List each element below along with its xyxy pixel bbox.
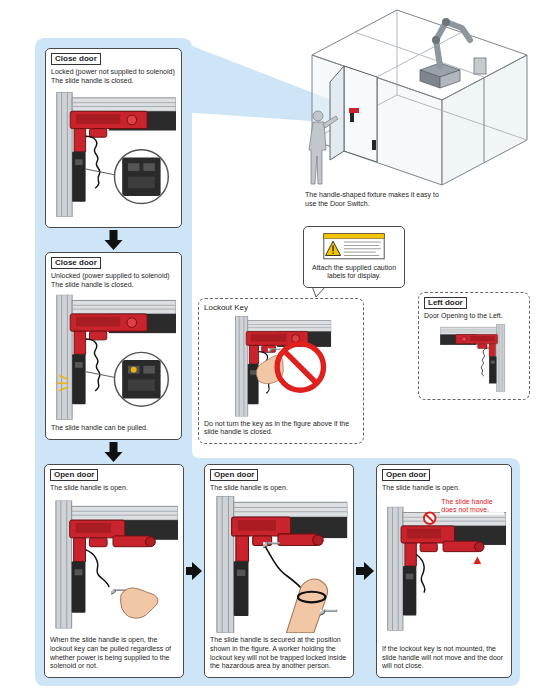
box-text: When the slide handle is open, the locko… [50, 636, 178, 671]
box-heading: Open door [210, 469, 258, 481]
prohibition-sign [277, 344, 323, 390]
box-text: The slide handle is open. [382, 484, 506, 493]
box-text: Door Opening to the Left. [424, 312, 524, 321]
box-heading: Open door [382, 469, 430, 481]
caution-callout: Attach the supplied caution labels for d… [303, 226, 405, 288]
hand [121, 588, 158, 618]
box-text: The slide handle is open. [50, 484, 178, 493]
flow-arrow [186, 562, 202, 580]
box-text: Unlocked (power supplied to solenoid) Th… [51, 272, 176, 290]
note-text: The handle-shaped fixture makes it easy … [305, 191, 445, 209]
caution-label-picture [309, 232, 399, 261]
box-heading: Close door [51, 53, 101, 65]
box-text: The slide handle is open. [210, 484, 348, 493]
indicator-light [57, 375, 69, 390]
box-heading: Left door [424, 297, 467, 309]
state-box: Open doorThe slide handle is open. If th… [376, 464, 512, 678]
wrist [286, 579, 327, 633]
wrist-coil [298, 592, 325, 603]
door-switch-mini [349, 108, 376, 150]
box-text: Do not turn the key as in the figure abo… [204, 420, 358, 438]
worker [309, 111, 338, 184]
note-box: Left doorDoor Opening to the Left. [418, 292, 530, 400]
prohibition-icon [424, 513, 435, 524]
box-heading: Lockout Key [204, 303, 358, 313]
left-door-picture [424, 324, 524, 392]
open-door-picture [210, 496, 348, 633]
indicator-lamp [131, 367, 137, 373]
open-door-picture [382, 496, 506, 642]
robot-cell [312, 10, 527, 185]
box-heading: Close door [51, 257, 101, 269]
box-text: The slide handle is secured at the posit… [210, 636, 348, 671]
state-box: Open doorThe slide handle is open. The s… [204, 464, 354, 678]
door-switch-picture [51, 89, 176, 220]
state-box: Open doorThe slide handle is open. When … [44, 464, 184, 678]
box-heading: Open door [50, 469, 98, 481]
state-box: Close doorLocked (power not supplied to … [45, 48, 182, 228]
box-text: The slide handle can be pulled. [51, 424, 176, 433]
label-holder: The handle-shaped fixture makes it easy … [305, 191, 445, 209]
robot [420, 18, 486, 88]
box-text: Locked (power not supplied to solenoid) … [51, 68, 176, 86]
label-holder: The slide handle does not move. [440, 498, 504, 516]
note-text: The slide handle does not move. [440, 498, 504, 516]
lockout-key-picture [204, 316, 358, 417]
box-text: If the lockout key is not mounted, the s… [382, 645, 506, 671]
flow-arrow [356, 562, 374, 580]
state-box: Close doorUnlocked (power supplied to so… [45, 252, 182, 440]
flow-arrow [105, 442, 123, 462]
open-door-picture [50, 496, 178, 633]
door-switch-picture [51, 293, 176, 421]
flow-arrow [105, 230, 123, 250]
note-box: Lockout Key Do not turn the key as in th… [198, 298, 364, 444]
box-text: Attach the supplied caution labels for d… [309, 264, 399, 282]
